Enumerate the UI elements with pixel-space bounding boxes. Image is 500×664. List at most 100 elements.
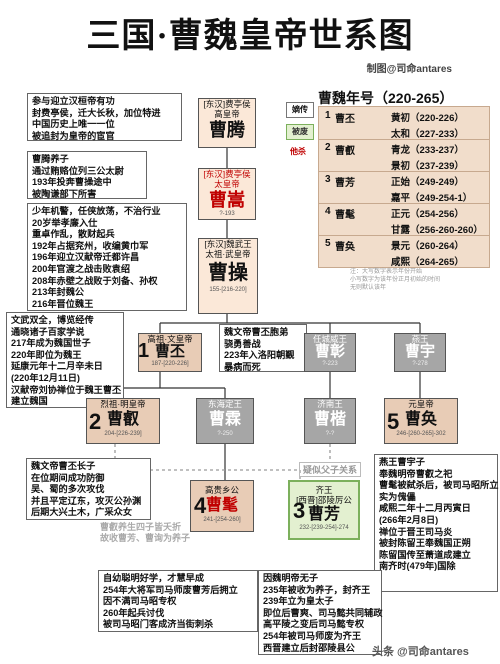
era-name: 甘露（256-260-260） [391,225,483,236]
note-line: 260年起兵讨伐 [103,607,165,618]
note-line: 196年迎立汉献帝迁都许昌 [32,252,140,263]
card-years: 187-[220-226] [151,361,189,367]
era-emperor-number: 3 [325,174,331,185]
note-line: 217年成为魏国世子 [11,338,91,349]
card-title: 东海定王 [207,399,242,409]
note-line: 文武双全，博览经传 [11,315,94,325]
era-table-title: 曹魏年号（220-265） [318,90,454,106]
note-line: 曹叡养生四子皆夭折 [100,522,182,532]
note-cao-huan: 燕王曹宇子 奉魏明帝曹叡之祀 曹髦被弑杀后，被司马昭所立 实为傀儡 咸熙二年十二… [374,454,498,592]
emperor-card-cao-kai: 济南王 曹楷 ?-? [304,398,356,444]
card-years: 204-[226-239] [104,431,142,437]
era-emperor-number: 1 [325,110,331,121]
note-line: 汉献帝刘协禅位于魏王曹丕 [11,384,122,395]
note-line: 254年大将军司马师废曹芳后拥立 [103,584,238,595]
note-line: 235年被收为养子，封齐王 [263,584,371,595]
note-cao-teng: 参与迎立汉桓帝有功 封费亭侯，迁大长秋，加位特进 中国历史上唯一一位 被追封为皇… [27,93,182,141]
emperor-card-cao-fang: 3 齐王 [西晋]邵陵厉公 曹芳 232-[239-254]-274 [288,480,360,540]
note-line: 中国历史上唯一一位 [32,119,115,130]
note-line: 通晓诸子百家学说 [11,326,85,337]
note-line: 故收曹芳、曹询为养子 [100,533,191,543]
note-line: 被陶谦部下所害 [32,188,97,199]
emperor-card-cao-rui: 2 烈祖·明皇帝 曹叡 204-[226-239] [86,398,160,444]
card-sub: [西晋]邵陵厉公 [296,495,352,505]
legend-killed: 他杀 [290,147,306,156]
note-line: 并且平定辽东，攻灭公孙渊 [31,495,142,506]
note-line: 200年官渡之战击败袁绍 [32,263,131,274]
card-years: ?-? [325,431,335,437]
note-line: 建立魏国 [11,396,48,407]
note-line: 通过贿赂位列三公太尉 [32,165,124,176]
emperor-card-cao-yu: 燕王 曹宇 ?-278 [394,333,446,372]
card-title: 高贵乡公 [204,485,239,495]
note-line: 魏文帝曹丕胞弟 [224,327,289,337]
card-title: 济南王 [317,399,343,409]
card-name: 曹宇 [404,344,435,360]
era-name: 黄初（220-226） [391,113,464,124]
note-line: 208年赤壁之战败于刘备、孙权 [32,275,158,286]
note-line: 奉魏明帝曹叡之祀 [379,468,453,479]
note-line: 吴、蜀的多次攻伐 [31,484,105,495]
note-line: 20岁举孝廉入仕 [32,217,98,228]
note-line: 咸熙二年十二月丙寅日 [379,503,471,514]
era-emperor-number: 2 [325,142,331,153]
note-line: 192年占据兖州，收编黄巾军 [32,240,149,251]
card-title: 烈祖·明皇帝 [100,399,146,409]
era-row: 咸熙（264-265） [319,251,489,268]
era-name: 景元（260-264） [391,241,464,252]
adopt-note: 曹叡养生四子皆夭折 故收曹芳、曹询为养子 [100,522,196,544]
note-line: 封费亭侯，迁大长秋，加位特进 [32,107,161,118]
note-line: 魏文帝曹丕长子 [31,461,96,471]
card-name: 曹嵩 [209,190,245,210]
era-name: 咸熙（264-265） [391,257,464,268]
note-line: 实为傀儡 [379,491,416,502]
era-name: 景初（237-239） [391,161,464,172]
legend-adopted: 被废 [286,124,314,140]
card-name: 曹彰 [314,344,345,360]
note-cao-rui: 魏文帝曹丕长子 在位期间成功防御 吴、蜀的多次攻伐 并且平定辽东，攻灭公孙渊 后… [26,458,151,520]
era-name: 嘉平（249-254-1） [391,193,473,204]
note-line: 216年晋位魏王 [32,298,94,309]
card-name: 曹奂 [404,411,437,428]
note-line: 自幼聪明好学，才慧早成 [103,573,205,583]
note-line: (220年12月11日) [11,372,80,383]
note-line: 曹腾养子 [32,154,69,164]
emperor-card-cao-song: [东汉]费亭侯 太皇帝 曹嵩 ?-193 [198,168,256,220]
watermark: 头条 @司命antares [372,646,469,658]
note-line: 因魏明帝无子 [263,573,319,583]
card-name: 曹霖 [208,411,241,428]
card-years: ?-278 [412,361,428,367]
emperor-number-badge: 5 [387,409,400,434]
card-years: ?-250 [217,431,233,437]
note-line: 被司马昭门客成济当街刺杀 [103,619,214,630]
note-cao-mao: 自幼聪明好学，才慧早成 254年大将军司马师废曹芳后拥立 因不满司马昭专权 26… [98,570,258,632]
card-title: 燕王 [411,334,429,344]
card-sub: 太祖·武皇帝 [205,249,251,259]
card-name: 曹叡 [106,411,139,428]
card-years: ?-193 [219,211,235,217]
card-years: 241-[254-260] [203,517,241,523]
card-name: 曹楷 [313,411,346,428]
note-cao-fang: 因魏明帝无子 235年被收为养子，封齐王 239年立为皇太子 即位后曹爽、司马懿… [258,570,382,655]
emperor-number-badge: 1 [138,340,150,362]
note-line: 213年封魏公 [32,287,85,298]
note-line: 燕王曹宇子 [379,457,425,467]
note-line: 西晋建立后封邵陵县公 [263,642,355,653]
card-sub: 高皇帝 [214,109,240,119]
note-line: 禅位于晋王司马炎 [379,526,453,537]
note-line: 被封陈留王奉魏国正朔 [379,538,471,549]
card-title: [东汉]费亭侯 [203,99,251,109]
emperor-number-badge: 4 [194,493,207,518]
card-name: 曹芳 [307,506,340,523]
era-note: 注：大写数字表示年份开始 小写数字为该年份正月初始的时间 无则默认该年 [350,269,441,291]
card-name: 曹操 [208,262,248,284]
era-emperor-number: 4 [325,206,331,217]
emperor-number-badge: 2 [89,409,102,434]
era-row: 太和（227-233） [319,123,489,140]
note-line: 骁勇善战 [224,338,261,349]
